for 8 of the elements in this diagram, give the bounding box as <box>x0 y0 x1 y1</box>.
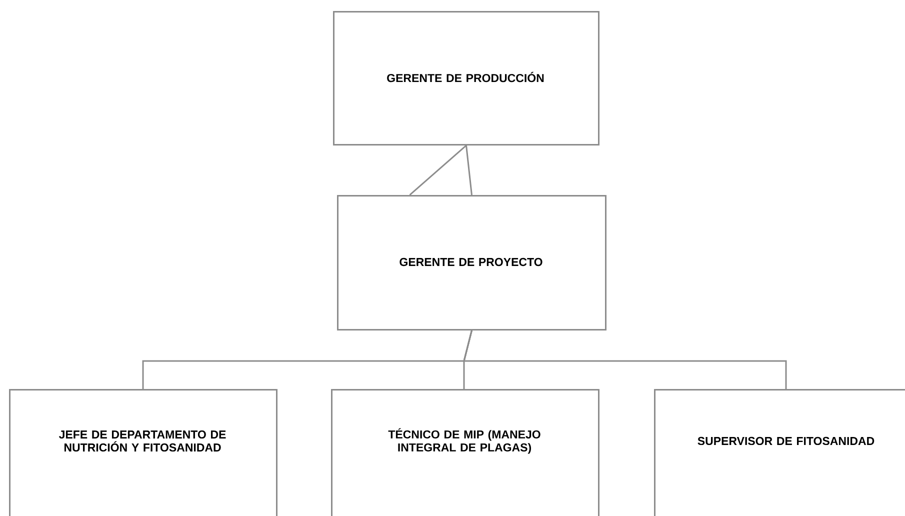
connector-line <box>409 144 467 196</box>
org-box: TÉCNICO DE MIP (MANEJO INTEGRAL DE PLAGAS) <box>331 389 600 516</box>
org-box: GERENTE DE PRODUCCIÓN <box>333 11 600 146</box>
org-box: SUPERVISOR DE FITOSANIDAD <box>654 389 905 516</box>
org-box: JEFE DE DEPARTAMENTO DE NUTRICIÓN Y FITOSANIDAD <box>9 389 278 516</box>
connector-line <box>466 145 472 196</box>
connector-line <box>463 330 787 389</box>
org-box: GERENTE DE PROYECTO <box>337 195 606 330</box>
